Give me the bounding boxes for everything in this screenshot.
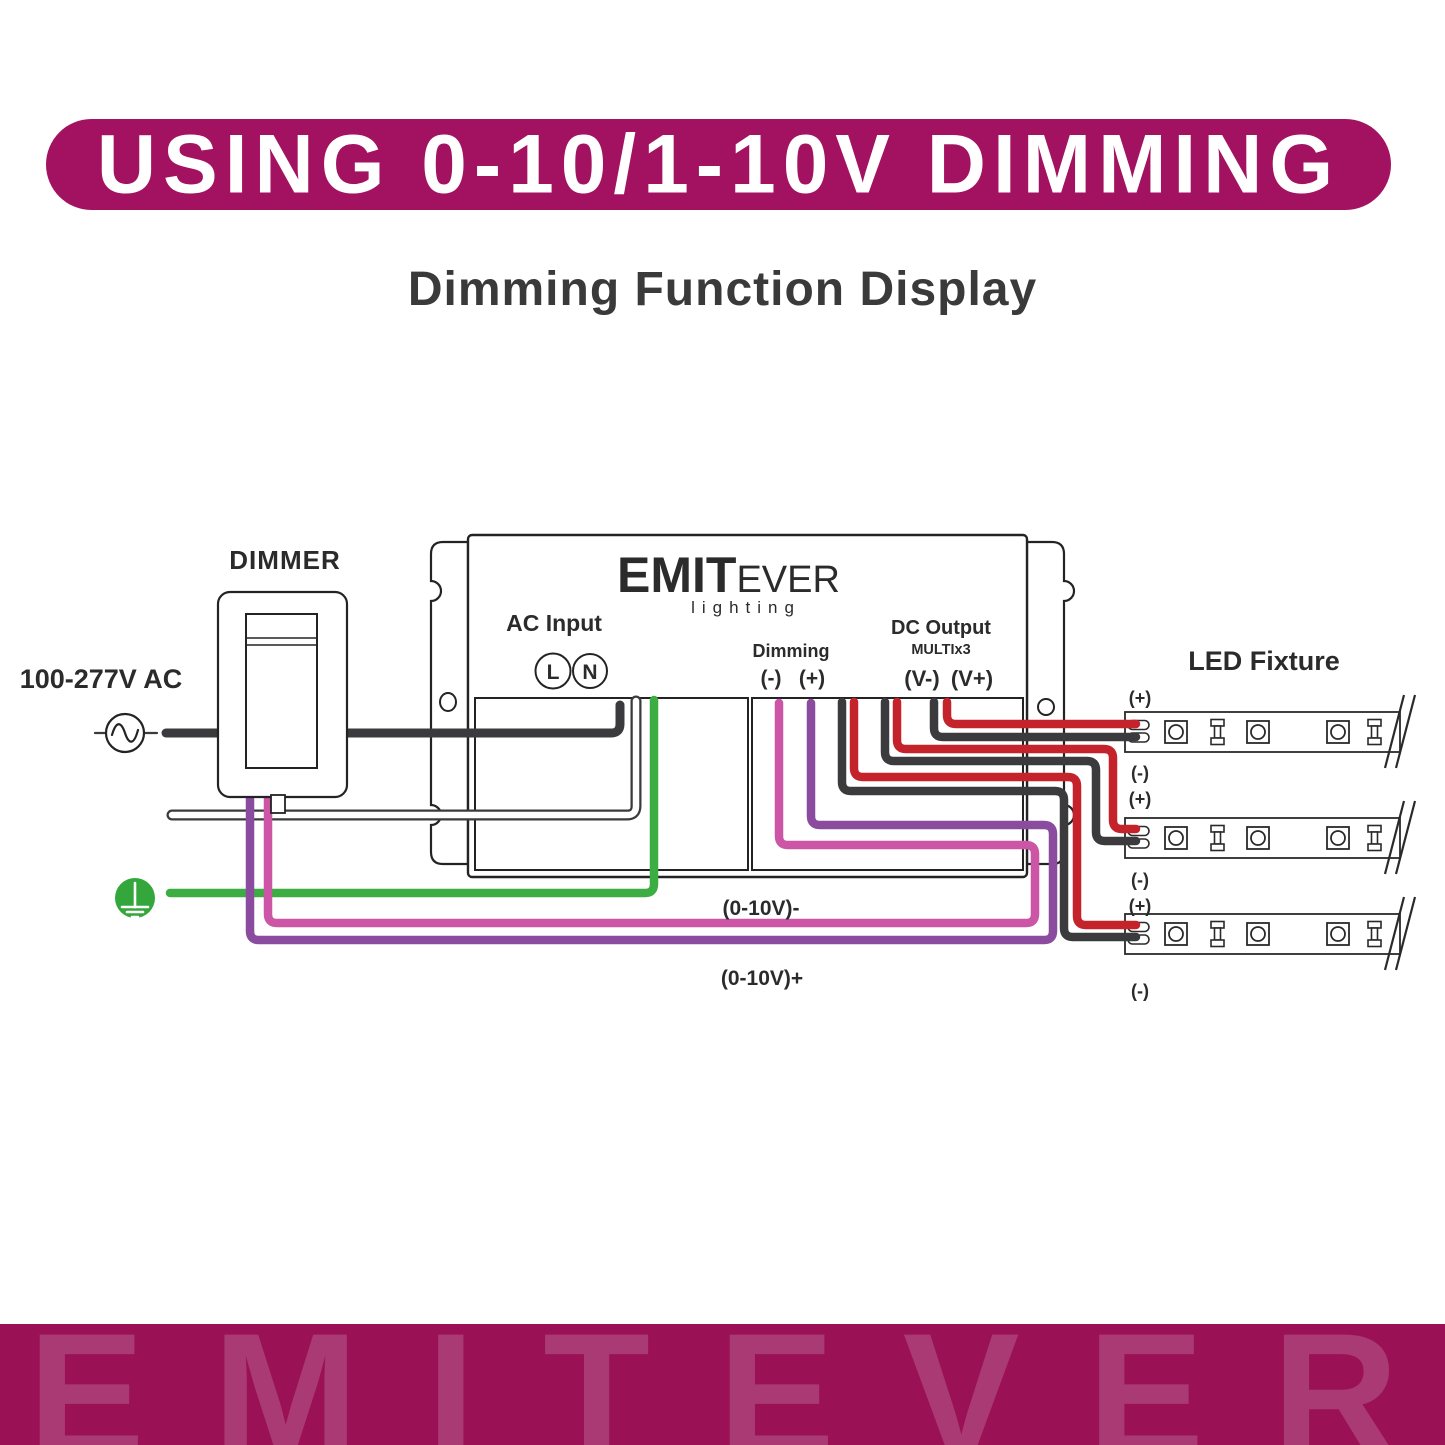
terminal-n-label: N [582, 661, 597, 684]
dim-wire-minus-label: (0-10V)- [722, 897, 799, 920]
ac-source-icon [104, 712, 146, 754]
resistor-icon [1210, 824, 1225, 852]
strip2-minus-label: (-) [1131, 870, 1149, 890]
watermark-text: EMITEVER [28, 1324, 1445, 1445]
v-plus-label: (V+) [951, 666, 993, 691]
brand-sub-label: lighting [691, 598, 801, 617]
dimming-plus-label: (+) [799, 667, 825, 690]
vminus-wire-strip1 [929, 697, 1141, 742]
title-banner: USING 0-10/1-10V DIMMING [46, 117, 1391, 211]
dimmer-bottom-tab [270, 794, 286, 814]
right-flange-hole [1037, 698, 1055, 716]
terminal-l-circle [534, 652, 572, 690]
led-strips [1124, 694, 1417, 971]
page-subtitle: Dimming Function Display [407, 263, 1038, 316]
vplus-wire-strip2 [892, 697, 1141, 834]
diagram-labels: DIMMER 100-277V AC EMITEVER lighting AC … [20, 545, 1340, 1001]
strip3-plus-label: (+) [1129, 896, 1152, 916]
resistor-icon [1367, 824, 1382, 852]
resistor-icon [1367, 920, 1382, 948]
resistor-icon [1210, 718, 1225, 746]
continuation-slash-icon [1383, 694, 1417, 769]
strip1-plus-label: (+) [1129, 688, 1152, 708]
hot-wire [93, 700, 625, 738]
strip1-minus-label: (-) [1131, 763, 1149, 783]
resistor-icon [1210, 920, 1225, 948]
led-strip [1124, 896, 1417, 971]
dc-model-label: MULTIx3 [911, 642, 970, 658]
dc-vplus-wires [849, 697, 1141, 930]
terminal-n-circle [572, 653, 608, 689]
continuation-slash-icon [1383, 896, 1417, 971]
watermark-band: EMITEVER [0, 1324, 1445, 1445]
ac-source-label: 100-277V AC [20, 664, 183, 694]
vminus-wire-strip2 [880, 697, 1141, 846]
continuation-slash-icon [1383, 800, 1417, 875]
vminus-wire-strip3 [837, 697, 1141, 942]
dimmer-switch [216, 590, 349, 814]
dc-output-label: DC Output [891, 617, 991, 639]
ln-terminals: L N [534, 652, 608, 690]
dim-plus-purple-wire [245, 698, 1058, 945]
brand-logo: EMITEVER [617, 547, 840, 603]
dimmer-paddle [245, 613, 318, 769]
vplus-wire-strip3 [849, 697, 1141, 930]
ac-terminal-box [474, 697, 749, 871]
neutral-wire [166, 695, 642, 821]
strip3-minus-label: (-) [1131, 981, 1149, 1001]
ground-wire [165, 695, 659, 898]
dimmer-label: DIMMER [229, 545, 340, 575]
banner-title: USING 0-10/1-10V DIMMING [96, 117, 1341, 211]
dim-wire-plus-label: (0-10V)+ [721, 967, 803, 990]
led-strip [1124, 800, 1417, 875]
led-strip [1124, 694, 1417, 769]
resistor-icon [1367, 718, 1382, 746]
left-flange-hole [439, 692, 457, 712]
dim-minus-pink-wire [263, 698, 1040, 928]
terminal-l-label: L [547, 661, 560, 684]
dc-vminus-wires [837, 697, 1141, 942]
dimming-label: Dimming [752, 641, 829, 661]
ground-icon [115, 878, 155, 919]
v-minus-label: (V-) [904, 666, 939, 691]
ac-input-label: AC Input [506, 610, 602, 636]
strip2-plus-label: (+) [1129, 789, 1152, 809]
dimming-minus-label: (-) [761, 667, 782, 690]
vplus-wire-strip1 [942, 697, 1141, 729]
led-fixture-label: LED Fixture [1188, 646, 1340, 676]
